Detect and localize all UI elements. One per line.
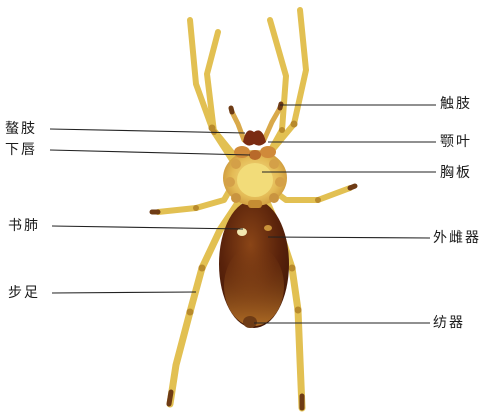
label-maxilla: 颚叶 [440, 134, 472, 150]
spinneret-shape [243, 316, 257, 328]
label-walking-leg: 步足 [8, 285, 40, 301]
label-book-lung: 书肺 [8, 218, 40, 234]
leader-book-lung [52, 226, 243, 229]
leader-epigynum [268, 237, 430, 238]
abdomen [219, 200, 289, 328]
chelicerae-shape [243, 130, 266, 145]
label-sternum: 胸板 [440, 165, 472, 181]
sternum-shape [237, 163, 273, 197]
label-chelicera: 螯肢 [5, 121, 37, 137]
label-labium: 下唇 [5, 142, 37, 158]
leader-labium [50, 150, 250, 155]
leg-second-right [262, 20, 286, 166]
label-spinneret: 纺器 [433, 315, 465, 331]
label-pedipalp: 触肢 [440, 96, 472, 112]
leg-second-left [207, 32, 236, 166]
label-epigynum: 外雌器 [433, 230, 481, 246]
leader-walking-leg [52, 292, 196, 293]
